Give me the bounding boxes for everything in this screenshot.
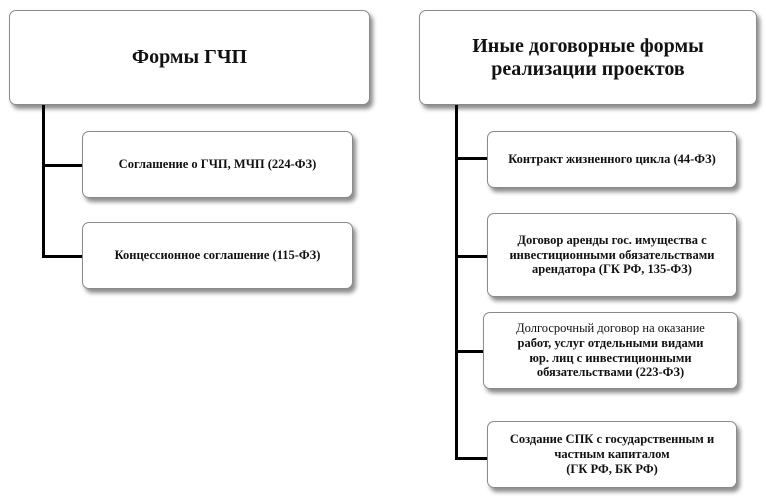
right-header-line-1: Иные договорные формы	[472, 34, 704, 57]
left-branch-line-1	[42, 164, 82, 167]
right-item-4-line-3: (ГК РФ, БК РФ)	[566, 461, 658, 476]
left-header-box: Формы ГЧП	[9, 10, 370, 105]
right-branch-line-4	[455, 457, 487, 460]
right-header-line-2: реализации проектов	[491, 57, 685, 80]
right-item-3-line-4: обязательствами (223-ФЗ)	[536, 365, 685, 380]
left-item-label-1: Соглашение о ГЧП, МЧП (224-ФЗ)	[118, 157, 317, 172]
right-header-box: Иные договорные формы реализации проекто…	[419, 10, 757, 105]
right-item-2-line-3: арендатора (ГК РФ, 135-ФЗ)	[532, 262, 692, 277]
right-item-box-4: Создание СПК с государственным и частным…	[487, 421, 737, 488]
right-item-box-3: Долгосрочный договор на оказание работ, …	[483, 312, 738, 389]
left-header-title: Формы ГЧП	[131, 46, 248, 68]
right-item-3-line-3: юр. лиц с инвестиционными	[529, 350, 692, 365]
right-item-3-line-2: работ, услуг отдельными видами	[517, 335, 704, 350]
left-item-box-1: Соглашение о ГЧП, МЧП (224-ФЗ)	[82, 131, 353, 198]
right-item-4-line-2: частным капиталом	[554, 447, 670, 462]
left-item-box-2: Концессионное соглашение (115-ФЗ)	[82, 222, 353, 289]
right-branch-line-1	[455, 157, 487, 160]
right-branch-line-2	[455, 255, 487, 258]
right-item-2-line-2: инвестиционными обязательствами	[509, 247, 715, 262]
right-item-1-line-1: Контракт жизненного цикла (44-ФЗ)	[508, 152, 716, 167]
right-item-4-line-1: Создание СПК с государственным и	[509, 432, 715, 447]
right-item-3-line-1: Долгосрочный договор на оказание	[516, 321, 705, 335]
left-trunk-line	[42, 104, 45, 257]
right-trunk-line	[455, 104, 458, 459]
right-branch-line-3	[455, 350, 483, 353]
right-item-2-line-1: Договор аренды гос. имущества с	[517, 232, 707, 247]
right-item-box-2: Договор аренды гос. имущества с инвестиц…	[487, 213, 737, 297]
right-item-box-1: Контракт жизненного цикла (44-ФЗ)	[487, 131, 737, 188]
left-item-label-2: Концессионное соглашение (115-ФЗ)	[114, 248, 321, 263]
left-branch-line-2	[42, 255, 82, 258]
